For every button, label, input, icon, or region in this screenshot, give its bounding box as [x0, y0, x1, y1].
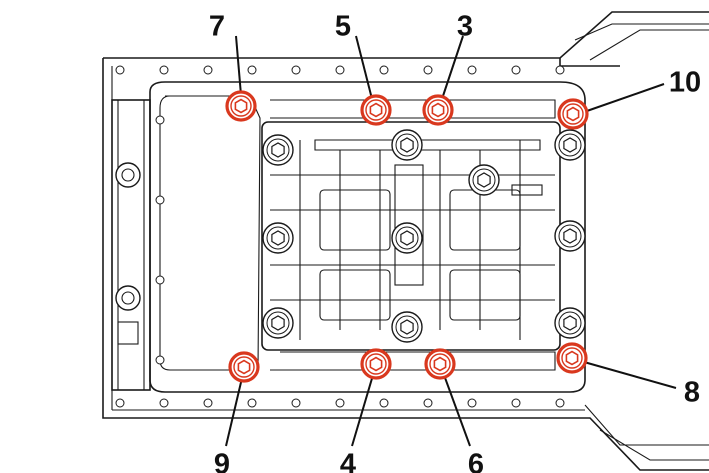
- leader-line: [583, 83, 665, 113]
- plain-bolt-icon: [554, 129, 586, 161]
- highlighted-bolt-icon: [424, 348, 456, 380]
- mounting-hole: [511, 65, 521, 75]
- mounting-hole: [159, 65, 169, 75]
- plain-bolts: [262, 129, 586, 343]
- bolt-9: 9: [214, 351, 260, 473]
- bolt-sequence-label: 4: [340, 449, 356, 473]
- mounting-hole: [379, 398, 389, 408]
- bolt-10: 10: [557, 67, 701, 130]
- leader-line: [355, 35, 373, 100]
- plain-bolt-icon: [391, 222, 423, 254]
- plain-bolt-icon: [391, 311, 423, 343]
- highlighted-bolt-icon: [360, 348, 392, 380]
- bolt-sequence-label: 5: [335, 11, 351, 43]
- leader-line: [235, 35, 242, 96]
- mounting-hole: [155, 275, 165, 285]
- mounting-hole: [291, 65, 301, 75]
- mounting-hole: [155, 355, 165, 365]
- plain-bolt-icon: [262, 222, 294, 254]
- mounting-hole: [115, 398, 125, 408]
- left-rail: [111, 99, 151, 391]
- leader-line: [443, 374, 471, 447]
- mounting-hole: [155, 115, 165, 125]
- highlighted-bolt-icon: [360, 94, 392, 126]
- bolt-sequence-label: 10: [669, 67, 701, 99]
- highlighted-bolt-icon: [422, 94, 454, 126]
- mounting-hole: [423, 65, 433, 75]
- highlighted-bolt-icon: [557, 98, 589, 130]
- highlighted-bolt-icon: [225, 90, 257, 122]
- plain-bolt-icon: [554, 307, 586, 339]
- bolt-sequence-label: 9: [214, 449, 230, 473]
- mounting-hole: [423, 398, 433, 408]
- mounting-hole: [467, 65, 477, 75]
- mounting-hole: [555, 398, 565, 408]
- bolt-6: 6: [424, 348, 484, 473]
- bolt-3: 3: [422, 11, 473, 126]
- mounting-hole: [155, 195, 165, 205]
- mounting-hole: [291, 398, 301, 408]
- mounting-hole: [203, 65, 213, 75]
- mounting-hole: [115, 65, 125, 75]
- plain-bolt-icon: [391, 129, 423, 161]
- mounting-hole: [203, 398, 213, 408]
- plain-bolt-icon: [262, 307, 294, 339]
- bolt-4: 4: [340, 348, 392, 473]
- plain-bolt-icon: [468, 164, 500, 196]
- plain-bolt-icon: [554, 220, 586, 252]
- bolt-sequence-label: 7: [209, 11, 225, 43]
- leader-line: [583, 361, 677, 389]
- bolt-sequence-label: 6: [468, 449, 484, 473]
- mounting-hole: [247, 398, 257, 408]
- mounting-hole: [555, 65, 565, 75]
- perimeter-holes: [115, 65, 565, 408]
- leader-line: [225, 377, 243, 447]
- leader-line: [441, 35, 464, 100]
- mounting-hole: [335, 398, 345, 408]
- bolt-sequence-label: 3: [457, 11, 473, 43]
- mounting-hole: [379, 65, 389, 75]
- mounting-hole: [159, 398, 169, 408]
- bolt-8: 8: [556, 342, 700, 409]
- highlighted-bolt-icon: [556, 342, 588, 374]
- plain-bolt-icon: [262, 134, 294, 166]
- mounting-hole: [335, 65, 345, 75]
- bolt-sequence-label: 8: [684, 377, 700, 409]
- mounting-hole: [247, 65, 257, 75]
- highlighted-bolt-icon: [228, 351, 260, 383]
- bolt-7: 7: [209, 11, 257, 122]
- bolt-5: 5: [335, 11, 392, 126]
- mounting-hole: [511, 398, 521, 408]
- leader-line: [351, 374, 374, 447]
- mounting-hole: [467, 398, 477, 408]
- highlighted-bolts: 7 5 3 10 8 6 4 9: [209, 11, 701, 473]
